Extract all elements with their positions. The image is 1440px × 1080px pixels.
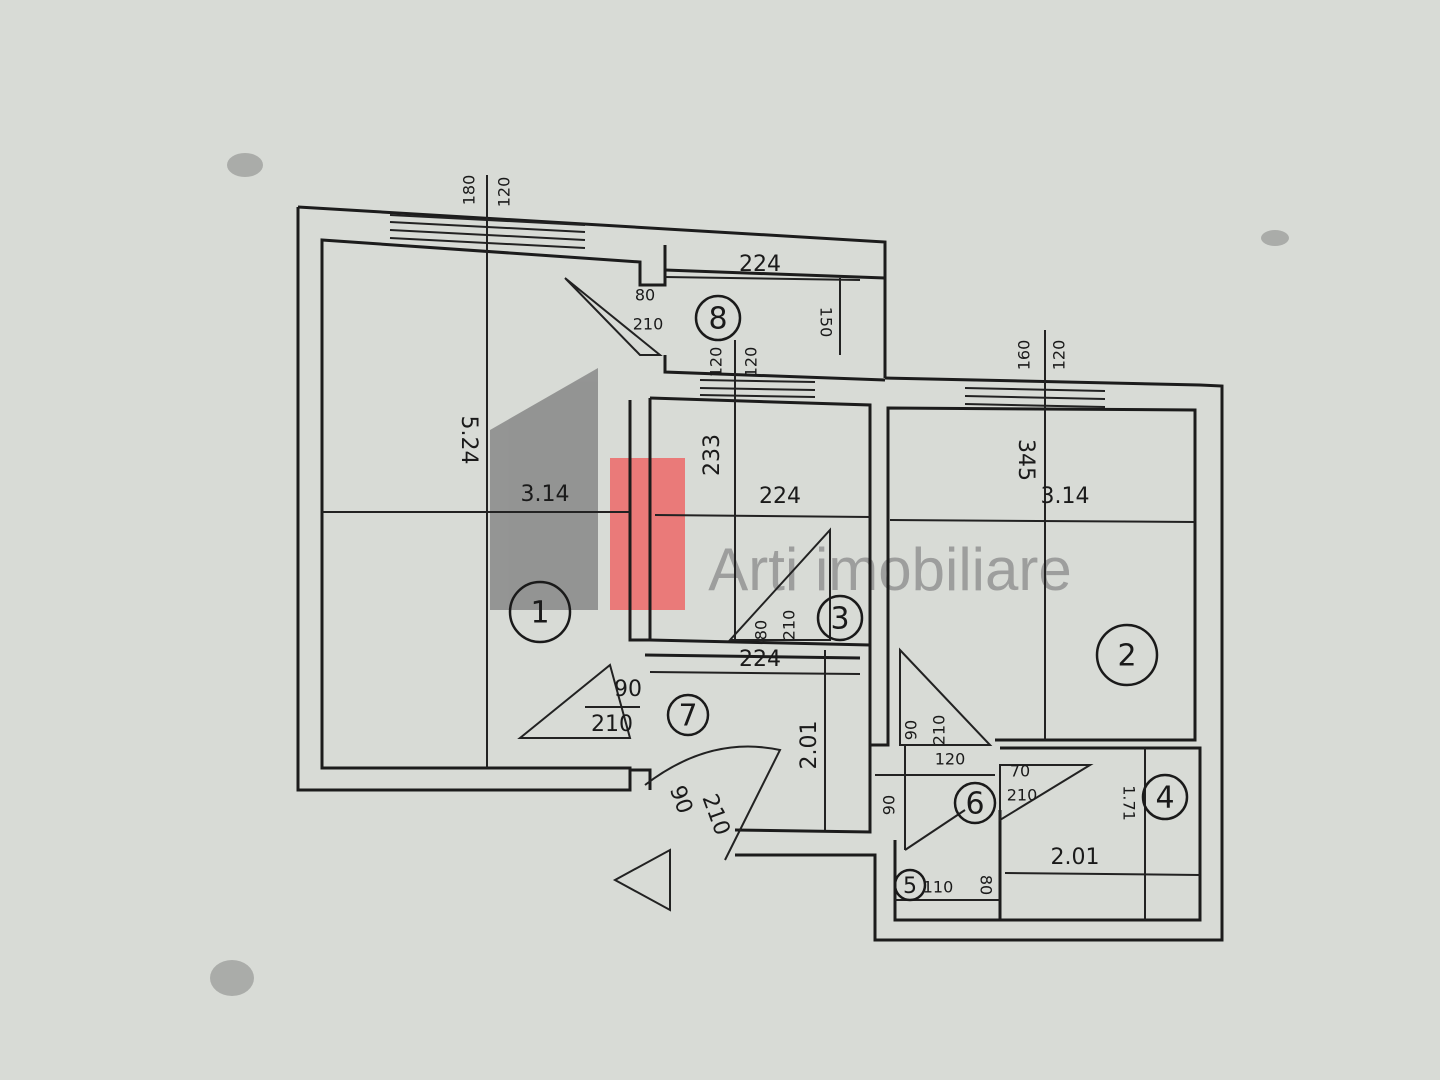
window-width: 120	[707, 347, 726, 378]
window-height: 120	[495, 177, 514, 208]
room-7-width: 224	[739, 647, 781, 672]
door-width: 70	[1010, 762, 1030, 781]
door-height: 210	[591, 712, 633, 737]
doors	[517, 277, 1094, 912]
room-3-length: 233	[700, 434, 725, 476]
smudges	[210, 153, 1289, 996]
room-6-length: 90	[880, 795, 899, 815]
watermark-text: Arti imobiliare	[708, 536, 1071, 603]
room-1-number: 1	[508, 580, 572, 644]
door-height: 210	[633, 315, 664, 334]
room-numbers: 1 2 3 4 5 6 7 8	[508, 294, 1189, 902]
window-width: 160	[1015, 340, 1034, 371]
room-6-width: 120	[935, 750, 966, 769]
entrance-arrow-icon	[612, 848, 671, 912]
door-width: 90	[614, 677, 642, 702]
room-5-length: 80	[977, 875, 996, 895]
door-width: 90	[902, 720, 921, 740]
door-width: 80	[635, 286, 655, 305]
room-1-width: 3.14	[521, 482, 570, 507]
window-height: 120	[1050, 340, 1069, 371]
room-2-width: 3.14	[1041, 484, 1090, 509]
room-7-length: 2.01	[797, 721, 822, 770]
svg-text:7: 7	[678, 699, 697, 734]
svg-text:5: 5	[903, 874, 917, 899]
room-8-length: 150	[817, 307, 836, 338]
windows: 180 120 120 120 160 120	[389, 175, 1106, 768]
window-room-2: 160 120	[964, 330, 1106, 740]
watermark-logo: Arti imobiliare	[490, 368, 1072, 610]
room-2-length: 345	[1013, 439, 1038, 481]
room-2-number: 2	[1095, 623, 1159, 687]
room-8-number: 8	[694, 294, 742, 342]
door-height: 210	[930, 715, 949, 746]
svg-text:2: 2	[1117, 639, 1136, 674]
room-5-number: 5	[893, 868, 927, 902]
room-6-number: 6	[953, 781, 997, 825]
svg-text:3: 3	[830, 602, 849, 637]
door-height: 210	[1007, 786, 1038, 805]
door-height: 210	[780, 610, 799, 641]
svg-text:4: 4	[1155, 781, 1174, 816]
room-8-width: 224	[739, 252, 781, 277]
svg-text:8: 8	[708, 302, 727, 337]
room-7-number: 7	[666, 693, 710, 737]
window-room-3: 120 120	[699, 340, 816, 640]
room-3-number: 3	[816, 594, 864, 642]
room-3-width: 224	[759, 484, 801, 509]
room-4-width: 2.01	[1051, 845, 1100, 870]
door-width: 80	[752, 620, 771, 640]
svg-text:1: 1	[530, 596, 549, 631]
svg-text:6: 6	[965, 787, 984, 822]
room-1-length: 5.24	[456, 416, 481, 465]
room-5-width: 110	[923, 878, 954, 897]
room-4-number: 4	[1141, 773, 1189, 821]
measurements: 5.24 3.14 3.14 345 224 233 2.01 1.71 110…	[456, 252, 1139, 897]
room-4-length: 1.71	[1120, 785, 1139, 821]
window-height: 120	[742, 347, 761, 378]
window-width: 180	[460, 175, 479, 206]
window-room-1: 180 120	[389, 175, 586, 768]
